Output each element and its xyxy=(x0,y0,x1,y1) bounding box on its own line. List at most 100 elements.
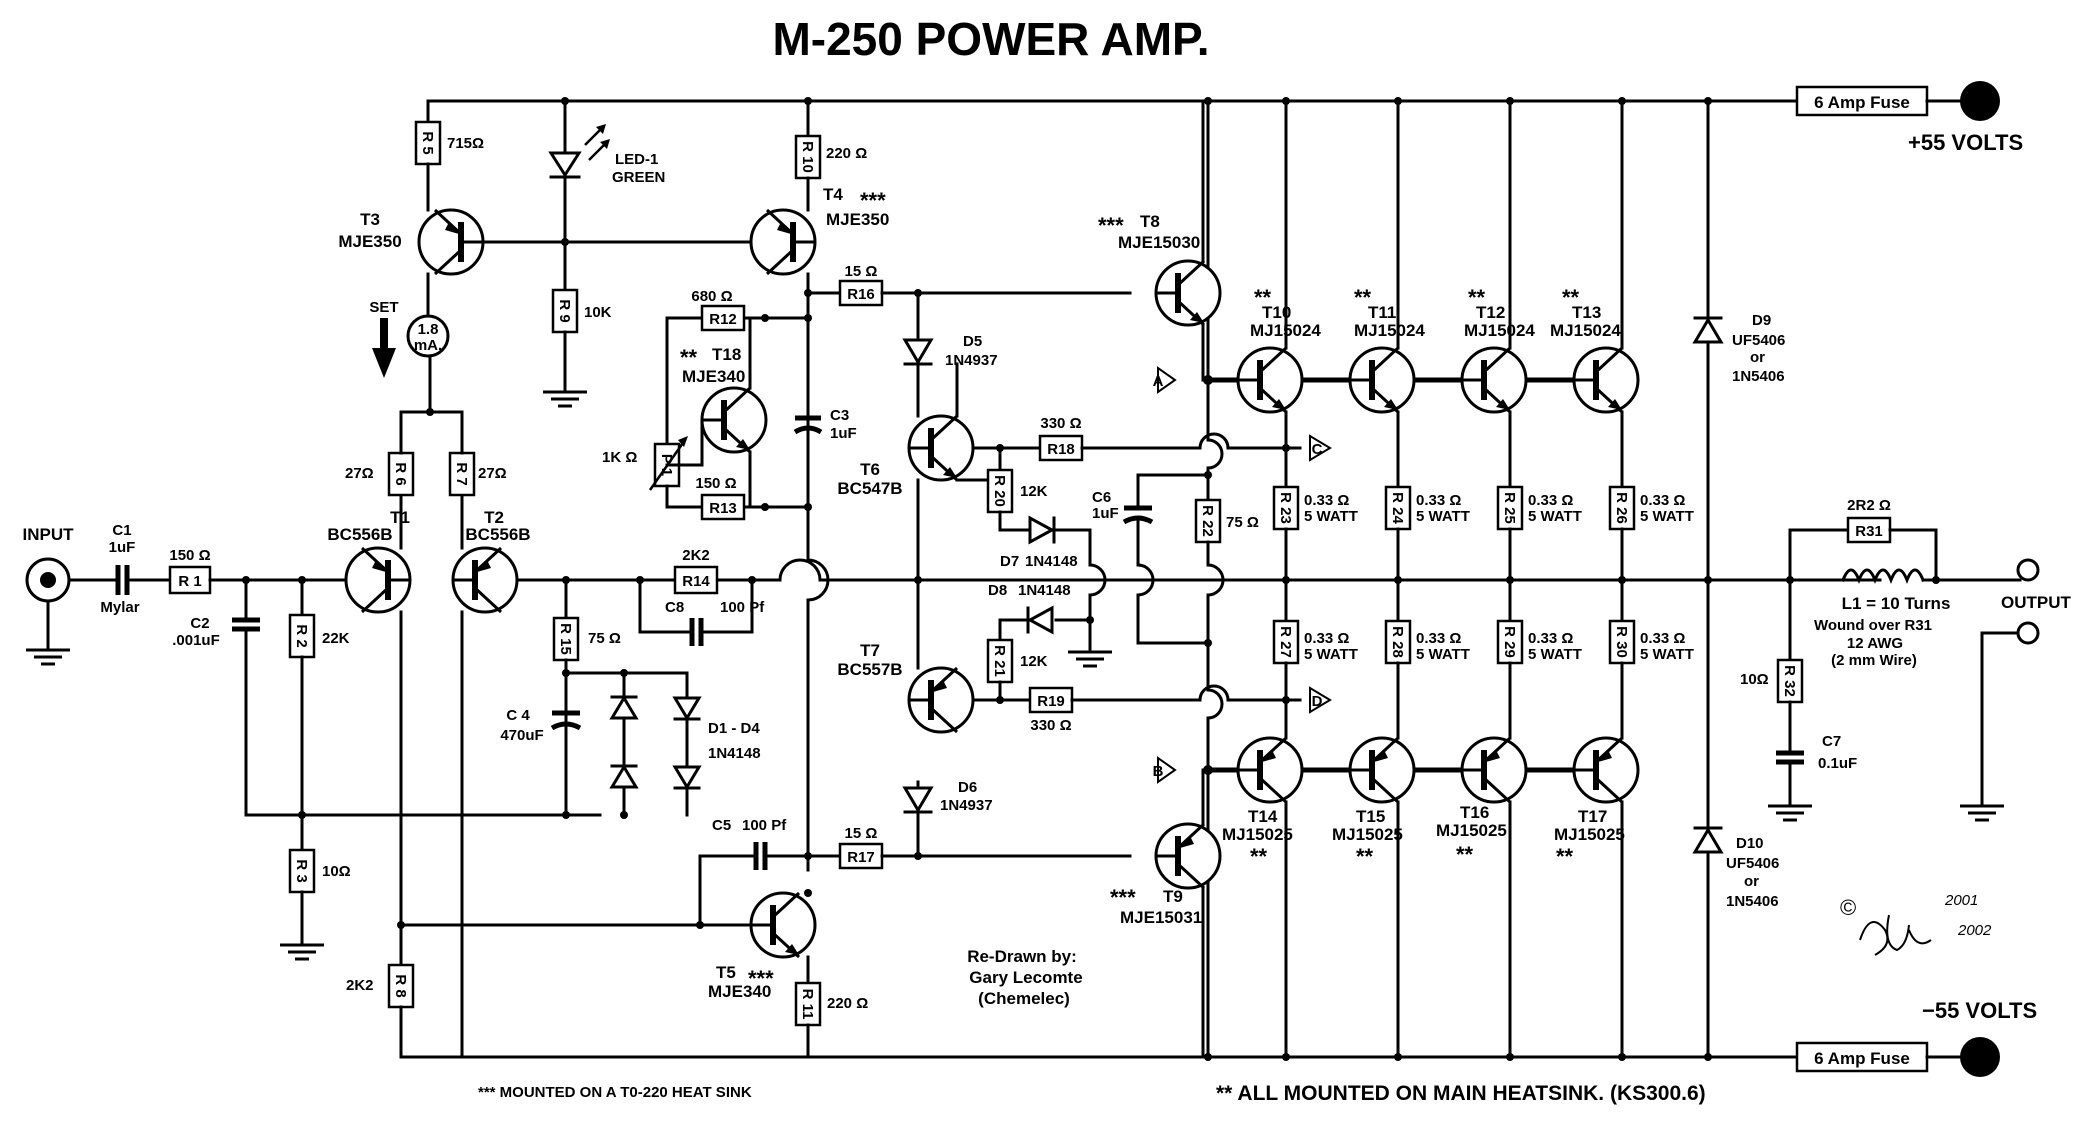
output-devices-bottom: B T14 MJ15025 ** T15 MJ15025 ** T16 MJ15… xyxy=(1153,738,1638,1061)
feedback-network: R14 2K2 C8 100 Pf R 15 75 Ω C 4 470uF xyxy=(500,547,1210,819)
svg-text:150 Ω: 150 Ω xyxy=(695,475,736,492)
svg-text:R19: R19 xyxy=(1037,693,1065,710)
svg-text:T6: T6 xyxy=(860,460,880,479)
svg-text:C6: C6 xyxy=(1092,489,1111,506)
svg-text:2002: 2002 xyxy=(1957,922,1992,939)
svg-text:BC556B: BC556B xyxy=(465,525,530,544)
emitter-resistors: R 23 0.33 Ω 5 WATT R 24 0.33 Ω 5 WATT R … xyxy=(1206,485,1882,740)
svg-text:10K: 10K xyxy=(584,304,612,321)
svg-text:Mylar: Mylar xyxy=(100,599,139,616)
svg-text:GREEN: GREEN xyxy=(612,169,665,186)
svg-text:C5: C5 xyxy=(712,817,731,834)
svg-text:1N4937: 1N4937 xyxy=(940,797,993,814)
svg-text:680 Ω: 680 Ω xyxy=(691,288,732,305)
svg-text:330 Ω: 330 Ω xyxy=(1030,717,1071,734)
svg-text:**: ** xyxy=(1556,844,1574,869)
svg-text:A: A xyxy=(1153,373,1164,390)
svg-text:D5: D5 xyxy=(963,333,982,350)
output-devices-top: A ** T10 MJ15024 ** T11 MJ15024 ** T12 M… xyxy=(1153,97,1638,489)
svg-text:R 1: R 1 xyxy=(178,573,201,590)
svg-text:**: ** xyxy=(1562,285,1580,310)
svg-text:1K Ω: 1K Ω xyxy=(602,449,637,466)
svg-text:or: or xyxy=(1744,873,1759,890)
svg-text:MJE340: MJE340 xyxy=(708,982,771,1001)
svg-text:***: *** xyxy=(860,188,886,213)
svg-text:1uF: 1uF xyxy=(830,425,857,442)
svg-text:C8: C8 xyxy=(665,599,684,616)
svg-text:T16: T16 xyxy=(1460,803,1489,822)
svg-text:LED-1: LED-1 xyxy=(615,151,658,168)
svg-text:MJE15031: MJE15031 xyxy=(1120,908,1202,927)
svg-text:5 WATT: 5 WATT xyxy=(1416,646,1470,663)
svg-text:D1 - D4: D1 - D4 xyxy=(708,720,760,737)
svg-text:MJ15025: MJ15025 xyxy=(1332,825,1403,844)
svg-text:22K: 22K xyxy=(322,630,350,647)
svg-text:T13: T13 xyxy=(1572,303,1601,322)
svg-text:BC556B: BC556B xyxy=(327,525,392,544)
svg-text:0.33 Ω: 0.33 Ω xyxy=(1416,492,1461,509)
svg-text:R 7: R 7 xyxy=(453,462,470,485)
svg-text:(Chemelec): (Chemelec) xyxy=(978,989,1070,1008)
svg-text:INPUT: INPUT xyxy=(23,525,75,544)
svg-text:D9: D9 xyxy=(1752,312,1771,329)
svg-text:R 22: R 22 xyxy=(1199,505,1216,537)
svg-text:5 WATT: 5 WATT xyxy=(1304,508,1358,525)
svg-text:MJ15025: MJ15025 xyxy=(1436,821,1507,840)
svg-text:MJE350: MJE350 xyxy=(338,232,401,251)
svg-text:T17: T17 xyxy=(1578,807,1607,826)
svg-text:R31: R31 xyxy=(1855,523,1883,540)
svg-text:MJE340: MJE340 xyxy=(682,367,745,386)
svg-text:75 Ω: 75 Ω xyxy=(588,630,621,647)
signature: © 2001 2002 xyxy=(1840,892,1992,956)
svg-text:1N4148: 1N4148 xyxy=(1018,582,1071,599)
svg-text:**: ** xyxy=(1354,285,1372,310)
svg-text:MJE350: MJE350 xyxy=(826,210,889,229)
svg-text:D: D xyxy=(1312,693,1323,710)
svg-text:15 Ω: 15 Ω xyxy=(845,263,878,280)
svg-text:**: ** xyxy=(1468,285,1486,310)
svg-text:C3: C3 xyxy=(830,407,849,424)
svg-text:1N5406: 1N5406 xyxy=(1732,368,1785,385)
svg-text:C7: C7 xyxy=(1822,733,1841,750)
svg-text:***: *** xyxy=(748,966,774,991)
svg-text:**: ** xyxy=(1254,285,1272,310)
svg-text:0.33 Ω: 0.33 Ω xyxy=(1640,492,1685,509)
svg-text:D8: D8 xyxy=(988,582,1007,599)
svg-text:L1 = 10 Turns: L1 = 10 Turns xyxy=(1842,594,1951,613)
svg-text:MJ15024: MJ15024 xyxy=(1464,321,1535,340)
svg-text:SET: SET xyxy=(369,299,398,316)
svg-text:R 32: R 32 xyxy=(1781,665,1798,697)
svg-text:2K2: 2K2 xyxy=(682,547,710,564)
svg-text:D7: D7 xyxy=(1000,553,1019,570)
svg-text:R 20: R 20 xyxy=(991,475,1008,507)
svg-text:330 Ω: 330 Ω xyxy=(1040,415,1081,432)
note-to220: *** MOUNTED ON A T0-220 HEAT SINK xyxy=(478,1084,752,1101)
svg-text:T4: T4 xyxy=(823,185,843,204)
svg-text:***: *** xyxy=(1110,885,1136,910)
svg-text:T3: T3 xyxy=(360,210,380,229)
svg-text:R14: R14 xyxy=(682,573,710,590)
svg-text:0.33 Ω: 0.33 Ω xyxy=(1528,492,1573,509)
svg-text:T8: T8 xyxy=(1140,212,1160,231)
svg-text:R 30: R 30 xyxy=(1613,626,1630,658)
svg-text:6 Amp Fuse: 6 Amp Fuse xyxy=(1814,93,1910,112)
svg-text:1N4148: 1N4148 xyxy=(1025,553,1078,570)
svg-text:R 10: R 10 xyxy=(799,141,816,173)
svg-text:UF5406: UF5406 xyxy=(1726,855,1779,872)
svg-text:2K2: 2K2 xyxy=(346,977,374,994)
svg-text:or: or xyxy=(1750,349,1765,366)
svg-text:T10: T10 xyxy=(1262,303,1291,322)
svg-text:R 2: R 2 xyxy=(293,624,310,647)
svg-text:1.8: 1.8 xyxy=(418,321,439,338)
svg-text:470uF: 470uF xyxy=(500,727,543,744)
svg-text:0.1uF: 0.1uF xyxy=(1818,755,1857,772)
svg-text:**: ** xyxy=(680,345,698,370)
svg-text:1N4937: 1N4937 xyxy=(945,352,998,369)
svg-text:T15: T15 xyxy=(1356,807,1385,826)
positive-voltage: +55 VOLTS xyxy=(1908,130,2023,155)
positive-rail: 6 Amp Fuse +55 VOLTS xyxy=(426,81,2023,155)
svg-text:C 4: C 4 xyxy=(506,707,530,724)
svg-text:5 WATT: 5 WATT xyxy=(1640,646,1694,663)
svg-text:T7: T7 xyxy=(860,641,880,660)
